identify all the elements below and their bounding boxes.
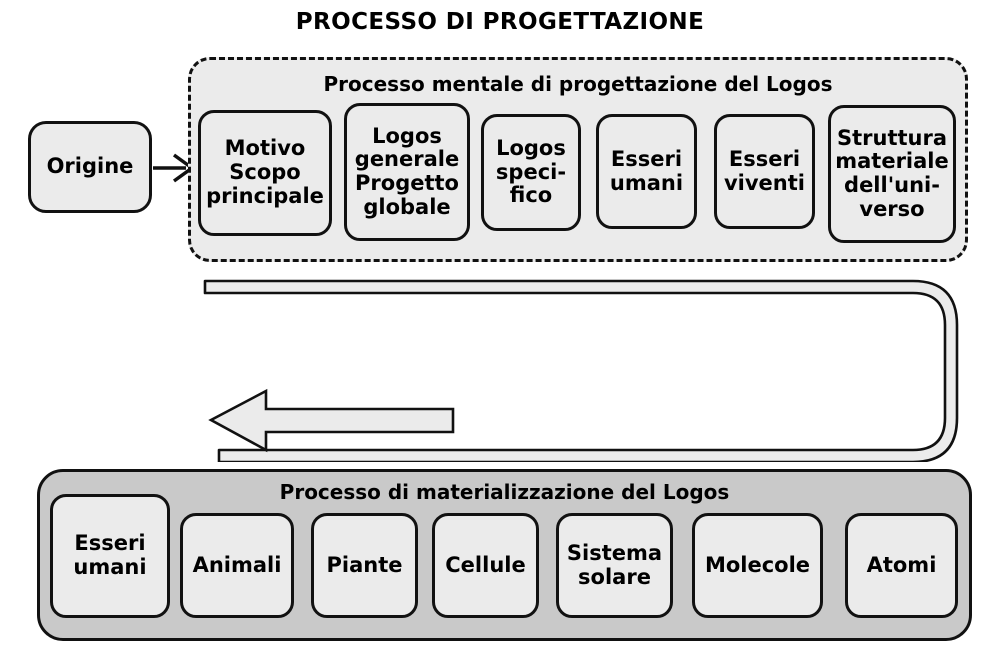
node-esseri-umani-mentale: Esseri umani — [596, 114, 697, 229]
mental-process-title: Processo mentale di progettazione del Lo… — [323, 72, 833, 96]
page-title: PROCESSO DI PROGETTAZIONE — [295, 9, 705, 35]
materialization-process-title: Processo di materializzazione del Logos — [279, 480, 730, 504]
node-sistema-solare: Sistema solare — [556, 513, 673, 618]
node-logos-specifico: Logos speci- fico — [481, 114, 581, 231]
node-origine: Origine — [28, 121, 152, 213]
node-esseri-viventi: Esseri viventi — [714, 114, 815, 229]
node-motivo-scopo-principale: Motivo Scopo principale — [198, 110, 332, 236]
u-turn-arrow-left-icon — [195, 272, 970, 464]
u-turn-arrowhead-icon — [195, 380, 455, 466]
node-molecole: Molecole — [692, 513, 823, 618]
node-esseri-umani-materiale: Esseri umani — [50, 494, 170, 618]
node-struttura-materiale-universo: Struttura materiale dell'uni- verso — [828, 105, 956, 243]
node-atomi: Atomi — [845, 513, 958, 618]
node-cellule: Cellule — [432, 513, 539, 618]
node-animali: Animali — [180, 513, 294, 618]
node-logos-generale-progetto-globale: Logos generale Progetto globale — [344, 103, 470, 241]
node-piante: Piante — [311, 513, 418, 618]
